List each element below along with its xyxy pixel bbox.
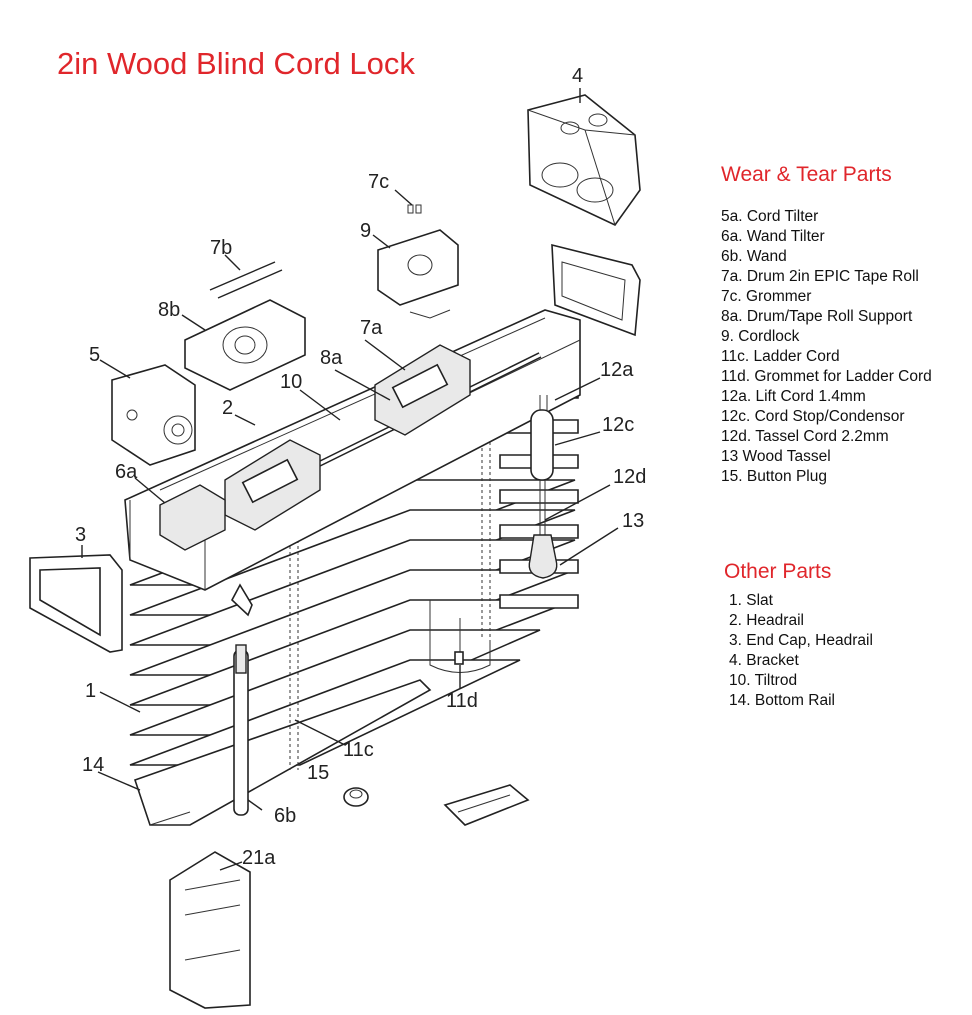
end-cap-headrail xyxy=(29,554,123,653)
list-item: 13 Wood Tassel xyxy=(721,448,831,465)
cord-tilter xyxy=(111,364,196,466)
bracket xyxy=(527,94,641,227)
callout-2: 2 xyxy=(222,397,233,419)
callout-7c: 7c xyxy=(368,171,389,193)
page-title: 2in Wood Blind Cord Lock xyxy=(57,46,415,81)
callout-8b: 8b xyxy=(158,299,180,321)
callout-21a: 21a xyxy=(242,847,276,869)
callout-4: 4 xyxy=(572,65,583,87)
callout-3: 3 xyxy=(75,524,86,546)
lift-cord-assembly xyxy=(528,395,558,579)
callout-leader-lines xyxy=(81,88,619,871)
ladder-grommet xyxy=(454,618,464,665)
list-item: 7c. Grommer xyxy=(721,288,812,305)
list-item: 5a. Cord Tilter xyxy=(721,208,819,225)
wand xyxy=(233,644,249,816)
other-parts-list: 1. Slat 2. Headrail 3. End Cap, Headrail… xyxy=(729,591,873,711)
drum-tape-roll xyxy=(224,344,471,531)
callout-7a: 7a xyxy=(360,317,383,339)
callout-11d: 11d xyxy=(446,690,478,712)
callout-8a: 8a xyxy=(320,347,343,369)
callout-13: 13 xyxy=(622,510,644,532)
list-item: 14. Bottom Rail xyxy=(729,692,835,709)
list-item: 6b. Wand xyxy=(721,248,787,265)
callout-15: 15 xyxy=(307,762,329,784)
callout-12a: 12a xyxy=(600,359,634,381)
callout-10: 10 xyxy=(280,371,302,393)
list-item: 6a. Wand Tilter xyxy=(721,228,825,245)
tilt-pins xyxy=(209,261,283,299)
callout-6a: 6a xyxy=(115,461,138,483)
cordlock xyxy=(377,229,459,319)
callout-1: 1 xyxy=(85,680,96,702)
callout-labels: 4 7c 9 7b 8b 7a 5 8a 10 2 12a 12c 12d 13… xyxy=(75,65,646,869)
list-item: 11c. Ladder Cord xyxy=(721,348,840,365)
end-cap-right xyxy=(551,243,641,337)
callout-7b: 7b xyxy=(210,237,232,259)
callout-14: 14 xyxy=(82,754,104,776)
list-item: 8a. Drum/Tape Roll Support xyxy=(721,308,913,325)
list-item: 10. Tiltrod xyxy=(729,672,798,689)
list-item: 2. Headrail xyxy=(729,612,804,629)
wear-tear-heading: Wear & Tear Parts xyxy=(721,163,892,186)
wand-tilter xyxy=(159,484,226,551)
button-plug xyxy=(343,787,369,807)
list-item: 12a. Lift Cord 1.4mm xyxy=(721,388,866,405)
callout-9: 9 xyxy=(360,220,371,242)
callout-12c: 12c xyxy=(602,414,634,436)
cord-lock-arm xyxy=(231,583,253,617)
list-item: 4. Bracket xyxy=(729,652,799,669)
list-item: 7a. Drum 2in EPIC Tape Roll xyxy=(721,268,919,285)
bottom-rail xyxy=(133,679,432,826)
callout-11c: 11c xyxy=(343,739,374,761)
callout-12d: 12d xyxy=(613,466,646,488)
list-item: 12d. Tassel Cord 2.2mm xyxy=(721,428,889,445)
grommer xyxy=(407,204,422,214)
wear-tear-parts-list: 5a. Cord Tilter 6a. Wand Tilter 6b. Wand… xyxy=(721,207,932,487)
list-item: 1. Slat xyxy=(729,592,773,609)
list-item: 11d. Grommet for Ladder Cord xyxy=(721,368,932,385)
valance-clip xyxy=(169,851,251,1009)
list-item: 12c. Cord Stop/Condensor xyxy=(721,408,905,425)
list-item: 15. Button Plug xyxy=(721,468,827,485)
list-item: 3. End Cap, Headrail xyxy=(729,632,873,649)
drum-support xyxy=(184,299,306,391)
hold-down-bracket xyxy=(443,784,530,826)
callout-6b: 6b xyxy=(274,805,296,827)
list-item: 9. Cordlock xyxy=(721,328,800,345)
callout-5: 5 xyxy=(89,344,100,366)
other-parts-heading: Other Parts xyxy=(724,560,832,583)
